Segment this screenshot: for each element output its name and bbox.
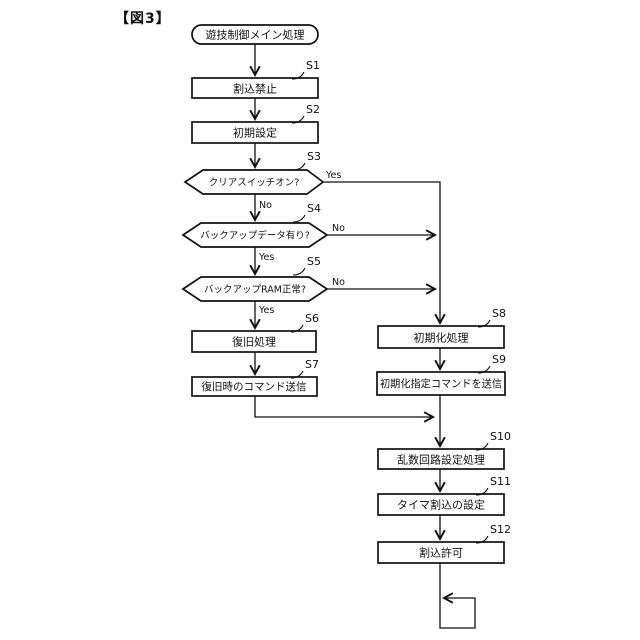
leader-s1: [291, 71, 305, 80]
leader-s9: [477, 365, 491, 374]
node-s1: [191, 77, 319, 99]
node-s10: [377, 448, 505, 470]
node-s7-label: 復旧時のコマンド送信: [202, 380, 307, 393]
node-s1-label: 割込禁止: [233, 82, 277, 96]
node-s2-label: 初期設定: [233, 126, 277, 140]
node-s8: [377, 325, 505, 349]
branch-label-s5-yes: Yes: [258, 305, 274, 316]
step-ref-s7: S7: [305, 358, 319, 371]
leader-s5: [292, 267, 306, 276]
node-s5: [181, 276, 329, 302]
step-ref-s8: S8: [492, 307, 506, 320]
step-ref-s12: S12: [490, 523, 511, 536]
node-s3: [183, 169, 325, 195]
node-s8-label: 初期化処理: [414, 331, 469, 345]
leader-s4: [292, 214, 306, 223]
node-s4: [181, 222, 329, 248]
leader-s6: [290, 324, 304, 333]
branch-label-s4-no: No: [332, 223, 345, 234]
step-ref-s5: S5: [307, 255, 321, 268]
figure-label: 【図3】: [115, 11, 171, 27]
node-s9: [376, 371, 506, 396]
node-s5-label: バックアップRAM正常?: [204, 284, 306, 296]
leader-s8: [477, 319, 491, 328]
step-ref-s4: S4: [307, 202, 321, 215]
node-s12: [377, 541, 505, 564]
node-s6-label: 復旧処理: [232, 336, 276, 349]
start-terminal-label: 遊技制御メイン処理: [206, 28, 305, 42]
step-ref-s1: S1: [306, 59, 320, 72]
node-s7: [191, 376, 318, 397]
leader-s3: [292, 162, 306, 171]
leader-s10: [475, 442, 489, 451]
step-ref-s3: S3: [307, 150, 321, 163]
node-s9-label: 初期化指定コマンドを送信: [380, 377, 502, 390]
step-ref-s9: S9: [492, 353, 506, 366]
node-s3-label: クリアスイッチオン?: [209, 178, 300, 189]
node-s6: [191, 330, 317, 353]
node-s11: [377, 493, 505, 516]
branch-label-s3-yes: Yes: [325, 170, 341, 181]
node-s11-label: タイマ割込の設定: [397, 498, 485, 512]
step-ref-s6: S6: [305, 312, 319, 325]
leader-s12: [475, 535, 489, 544]
step-ref-s2: S2: [306, 103, 320, 116]
leader-s11: [475, 487, 489, 496]
branch-label-s3-no: No: [259, 200, 272, 211]
node-s12-label: 割込許可: [419, 546, 463, 560]
node-s2: [191, 121, 319, 144]
start-terminal: [191, 24, 319, 45]
leader-s7: [290, 370, 304, 379]
branch-label-s5-no: No: [332, 277, 345, 288]
step-ref-s10: S10: [490, 430, 511, 443]
connector-s7-merge: [254, 396, 436, 423]
connector-s3-yes-s8: [323, 181, 446, 326]
step-ref-s11: S11: [490, 475, 511, 488]
connector-loop: [439, 563, 476, 629]
node-s10-label: 乱数回路設定処理: [397, 453, 485, 467]
node-s4-label: バックアップデータ有り?: [200, 230, 310, 242]
branch-label-s4-yes: Yes: [258, 252, 274, 263]
leader-s2: [291, 115, 305, 124]
